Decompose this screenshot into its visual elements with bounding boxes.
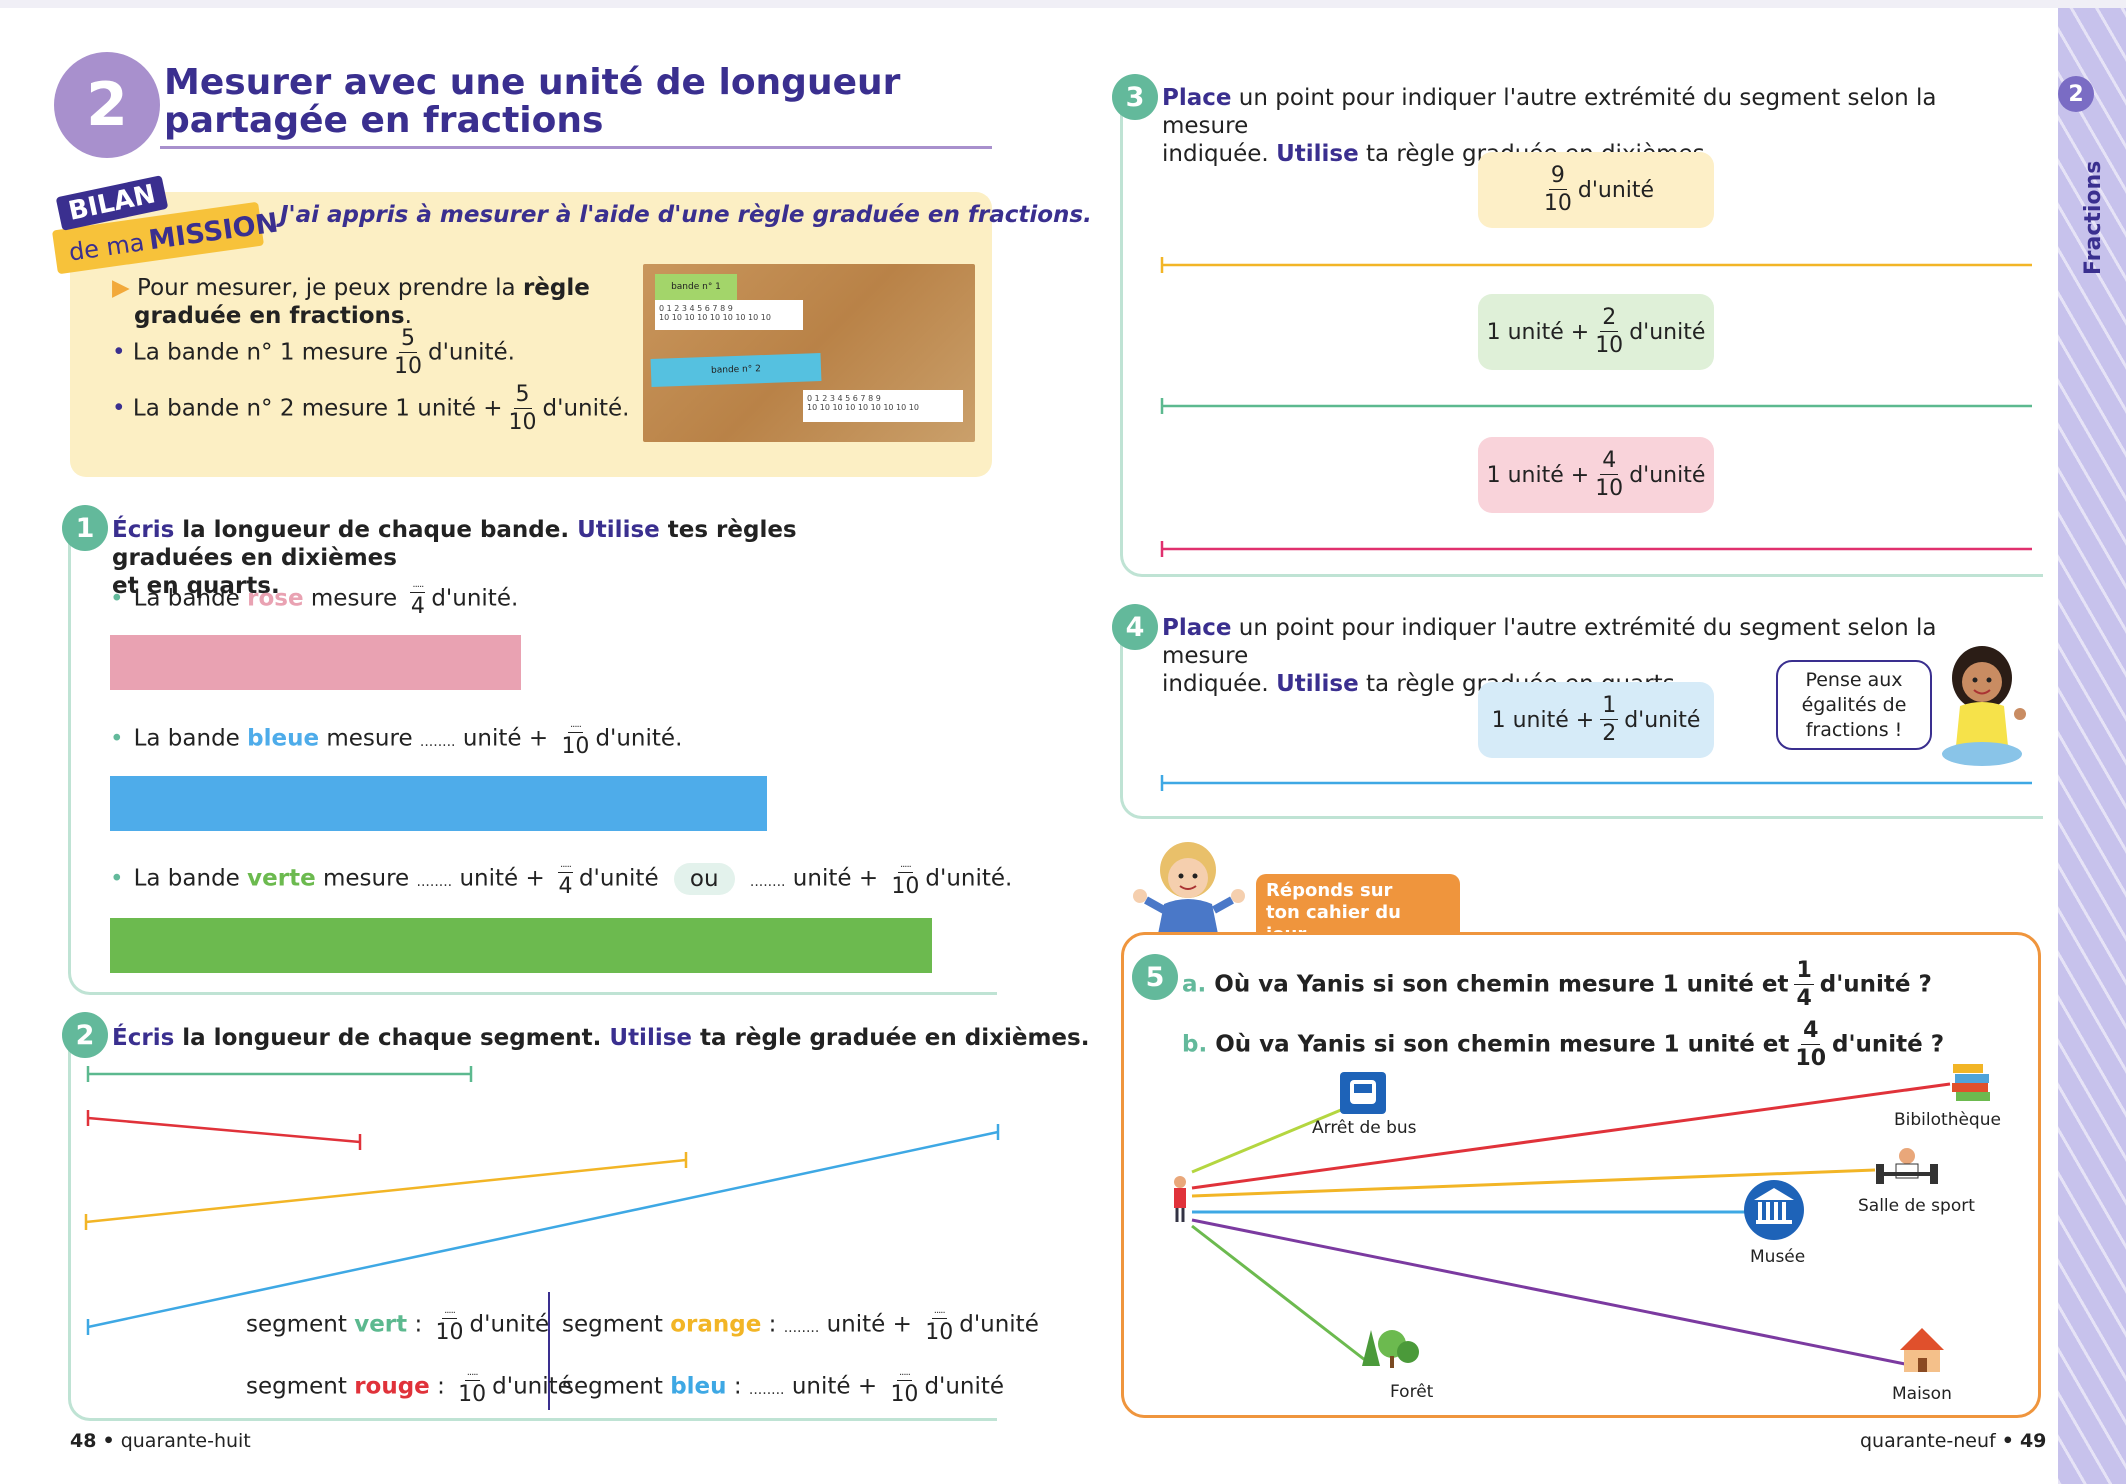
boy-illustration [1133, 842, 1245, 934]
chapter-badge: 2 [54, 52, 160, 158]
yanis-icon [1174, 1176, 1186, 1222]
ex1-frame [68, 530, 997, 995]
title-line-2: partagée en fractions [164, 100, 604, 141]
segment-orange [84, 1152, 688, 1230]
ex5-frame [1121, 932, 2041, 1418]
chapter-number: 2 [86, 70, 128, 140]
house-icon [1900, 1328, 1944, 1372]
top-band [0, 0, 2126, 8]
page-title: Mesurer avec une unité de longueur parta… [164, 64, 900, 140]
title-underline [160, 146, 992, 149]
yanis-map [1174, 1064, 1990, 1372]
ex4-instruction: Place un point pour indiquer l'autre ext… [1162, 615, 1937, 697]
ex2-number: 2 [62, 1012, 108, 1058]
title-line-1: Mesurer avec une unité de longueur [164, 62, 901, 103]
ex5-question-b: b. Où va Yanis si son chemin mesure 1 un… [1182, 1018, 1945, 1071]
segment-vert [86, 1066, 473, 1082]
bilan-heading: J'ai appris à mesurer à l'aide d'une règ… [280, 202, 1092, 228]
label-library: Bibilothèque [1894, 1110, 2001, 1130]
photo-band-1: bande n° 1 [655, 274, 737, 300]
ex1-number: 1 [62, 505, 108, 551]
ex3-line-green [1160, 398, 2032, 414]
ex3-lines [1160, 257, 2032, 557]
ex2-frame [68, 1036, 997, 1421]
label-house: Maison [1892, 1384, 1952, 1404]
ex3-frame [1120, 96, 2043, 577]
ex3-line-orange [1160, 257, 2032, 273]
side-tab [2058, 8, 2126, 1484]
books-icon [1952, 1064, 1990, 1101]
path-bus [1191, 1098, 1366, 1174]
ex3-line-pink [1160, 541, 2032, 557]
ex4-line [1160, 775, 2032, 791]
triangle-bullet-icon: ▶ [112, 275, 130, 301]
rose-band [110, 635, 521, 690]
ex5-number: 5 [1132, 954, 1178, 1000]
bus-stop-icon [1340, 1072, 1386, 1114]
ou-pill: ou [673, 862, 735, 895]
side-tab-label: Fractions [2081, 160, 2106, 275]
ex2-segments [84, 1066, 1000, 1335]
path-house [1191, 1218, 1906, 1366]
label-forest: Forêt [1390, 1382, 1434, 1402]
ex2-instruction: Écris la longueur de chaque segment. Uti… [112, 1025, 1090, 1051]
museum-icon [1744, 1180, 1804, 1240]
footer-right: quarante-neuf • 49 [1860, 1430, 2047, 1452]
path-forest [1191, 1224, 1366, 1362]
ex5-question-a: a. Où va Yanis si son chemin mesure 1 un… [1182, 958, 1932, 1011]
path-gym [1191, 1168, 1876, 1198]
segment-rouge [86, 1110, 362, 1150]
ex1-instruction: Écris la longueur de chaque bande. Utili… [112, 517, 797, 599]
dumbbell-icon [1876, 1148, 1938, 1184]
side-tab-number: 2 [2058, 76, 2094, 112]
girl-illustration [1942, 646, 2026, 766]
path-library [1191, 1082, 1951, 1190]
label-bus: Arrêt de bus [1312, 1118, 1417, 1138]
label-museum: Musée [1750, 1247, 1806, 1267]
footer-left: 48 • quarante-huit [70, 1430, 251, 1452]
ex3-number: 3 [1112, 74, 1158, 120]
bleue-band [110, 776, 767, 831]
bilan-item-1: ▶ Pour mesurer, je peux prendre la règle… [112, 275, 590, 329]
ex2-divider [548, 1292, 550, 1410]
ex1-bleue-line: •La bande bleue mesure ........ unité + … [110, 719, 683, 759]
segment-bleu [86, 1124, 1000, 1335]
label-gym: Salle de sport [1858, 1196, 1975, 1216]
ex4-number: 4 [1112, 604, 1158, 650]
ex1-verte-line: •La bande verte mesure ........ unité + … [110, 859, 1013, 899]
forest-icon [1362, 1330, 1419, 1368]
verte-band [110, 918, 932, 973]
ex4-frame [1120, 624, 2043, 819]
seg-orange-answer: segment orange : ........ unité + .....1… [562, 1305, 1039, 1345]
